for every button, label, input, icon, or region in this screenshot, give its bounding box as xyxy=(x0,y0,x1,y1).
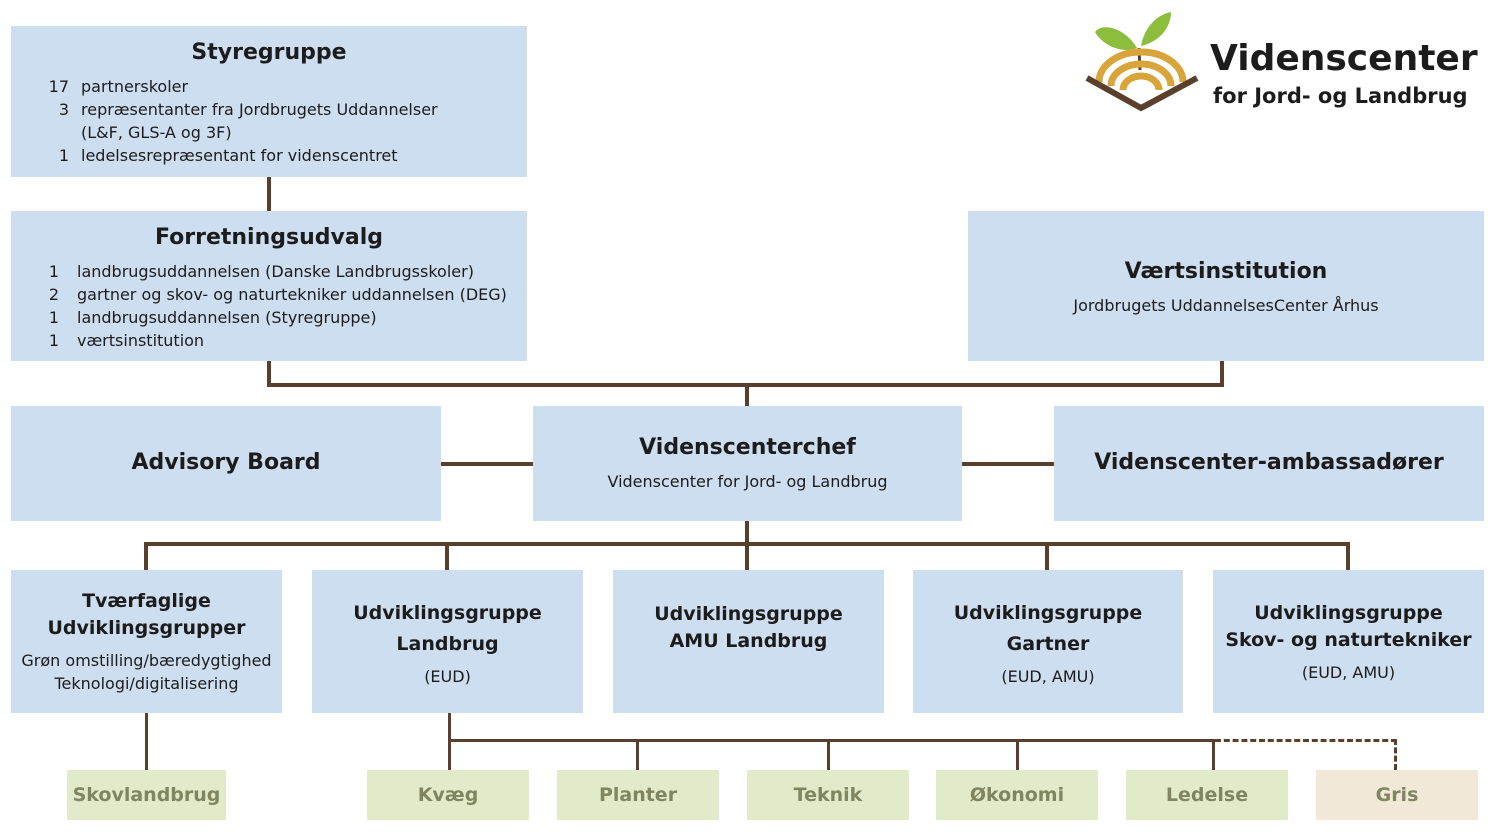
group-title: Udviklingsgruppe xyxy=(353,602,542,624)
group-title: Landbrug xyxy=(396,633,499,655)
group-box-skov-og-naturtekniker: Udviklingsgruppe Skov- og naturtekniker … xyxy=(1213,570,1484,713)
member-text: værtsinstitution xyxy=(77,331,205,350)
group-box-gartner: Udviklingsgruppe Gartner (EUD, AMU) xyxy=(913,570,1183,713)
count: 1 xyxy=(58,146,69,165)
forretningsudvalg-title: Forretningsudvalg xyxy=(155,225,383,250)
connector xyxy=(267,361,271,387)
group-subtitle: (EUD) xyxy=(424,667,471,686)
connector xyxy=(1346,542,1350,570)
member-text: gartner og skov- og naturtekniker uddann… xyxy=(77,285,507,304)
group-box-tvaerfaglige: Tværfaglige Udviklingsgrupper Grøn omsti… xyxy=(11,570,282,713)
group-title: Udviklingsgruppe xyxy=(654,603,843,625)
advisory-board-title: Advisory Board xyxy=(131,450,321,475)
logo-subtitle: for Jord- og Landbrug xyxy=(1213,84,1468,108)
dashed-connector xyxy=(1215,739,1397,742)
group-subtitle: (EUD, AMU) xyxy=(1001,667,1095,686)
videnscenterchef-subtitle: Videnscenter for Jord- og Landbrug xyxy=(607,472,888,491)
connector xyxy=(267,177,271,211)
sprout-book-icon xyxy=(1085,12,1199,112)
videnscenterchef-box: Videnscenterchef Videnscenter for Jord- … xyxy=(533,406,962,521)
count: 2 xyxy=(48,285,59,304)
connector xyxy=(1212,739,1215,770)
group-title: Gartner xyxy=(1006,633,1090,655)
member-text: landbrugsuddannelsen (Styregruppe) xyxy=(77,308,377,327)
leaf-teknik: Teknik xyxy=(747,770,909,820)
connector xyxy=(827,739,830,770)
count: 3 xyxy=(58,100,69,119)
vaertsinstitution-subtitle: Jordbrugets UddannelsesCenter Århus xyxy=(1073,296,1379,315)
dashed-connector xyxy=(1394,739,1397,770)
leaf-skovlandbrug: Skovlandbrug xyxy=(67,770,226,820)
count: 1 xyxy=(48,308,59,327)
member-text: repræsentanter fra Jordbrugets Uddannels… xyxy=(81,100,438,119)
group-subtitle: (EUD, AMU) xyxy=(1301,663,1396,682)
connector xyxy=(1045,542,1049,570)
videnscenterchef-title: Videnscenterchef xyxy=(639,435,856,460)
member-text: ledelsesrepræsentant for videnscentret xyxy=(81,146,398,165)
count: 1 xyxy=(48,262,59,281)
group-title: Udviklingsgruppe xyxy=(1254,602,1443,624)
advisory-board-box: Advisory Board xyxy=(11,406,441,521)
leaf-gris: Gris xyxy=(1316,770,1478,820)
connector xyxy=(636,739,639,770)
leaf-oekonomi: Økonomi xyxy=(936,770,1098,820)
videnscenter-logo: Videnscenter for Jord- og Landbrug xyxy=(1085,10,1495,115)
connector xyxy=(144,542,148,570)
member-text: (L&F, GLS-A og 3F) xyxy=(81,123,232,142)
leaf-ledelse: Ledelse xyxy=(1126,770,1288,820)
connector xyxy=(745,383,749,406)
count: 1 xyxy=(48,331,59,350)
connector xyxy=(1220,361,1224,387)
connector xyxy=(445,542,449,570)
group-title: Skov- og naturtekniker xyxy=(1225,629,1472,651)
count: 17 xyxy=(48,77,69,96)
connector xyxy=(1016,739,1019,770)
member-text: landbrugsuddannelsen (Danske Landbrugssk… xyxy=(77,262,474,281)
logo-title: Videnscenter xyxy=(1210,38,1478,79)
group-box-landbrug: Udviklingsgruppe Landbrug (EUD) xyxy=(312,570,583,713)
connector xyxy=(145,713,148,770)
connector xyxy=(144,542,1350,546)
forretningsudvalg-box: Forretningsudvalg 1 landbrugsuddannelsen… xyxy=(11,211,527,361)
group-title: AMU Landbrug xyxy=(669,630,828,652)
ambassadorer-box: Videnscenter-ambassadører xyxy=(1054,406,1484,521)
vaertsinstitution-title: Værtsinstitution xyxy=(1124,259,1328,284)
group-title: Udviklingsgrupper xyxy=(47,617,246,639)
leaf-planter: Planter xyxy=(557,770,719,820)
group-title: Tværfaglige xyxy=(82,590,211,612)
styregruppe-title: Styregruppe xyxy=(191,40,347,65)
leaf-kvaeg: Kvæg xyxy=(367,770,529,820)
connector xyxy=(448,739,1215,742)
connector xyxy=(441,462,533,466)
styregruppe-box: Styregruppe 17 partnerskoler 3 repræsent… xyxy=(11,26,527,177)
vaertsinstitution-box: Værtsinstitution Jordbrugets Uddannelses… xyxy=(968,211,1484,361)
group-title: Udviklingsgruppe xyxy=(953,602,1143,624)
group-box-amu-landbrug: Udviklingsgruppe AMU Landbrug xyxy=(613,570,884,713)
ambassadorer-title: Videnscenter-ambassadører xyxy=(1094,450,1444,475)
connector xyxy=(962,462,1054,466)
member-text: partnerskoler xyxy=(81,77,189,96)
group-subtitle: Teknologi/digitalisering xyxy=(54,674,239,693)
group-subtitle: Grøn omstilling/bæredygtighed xyxy=(21,651,272,670)
